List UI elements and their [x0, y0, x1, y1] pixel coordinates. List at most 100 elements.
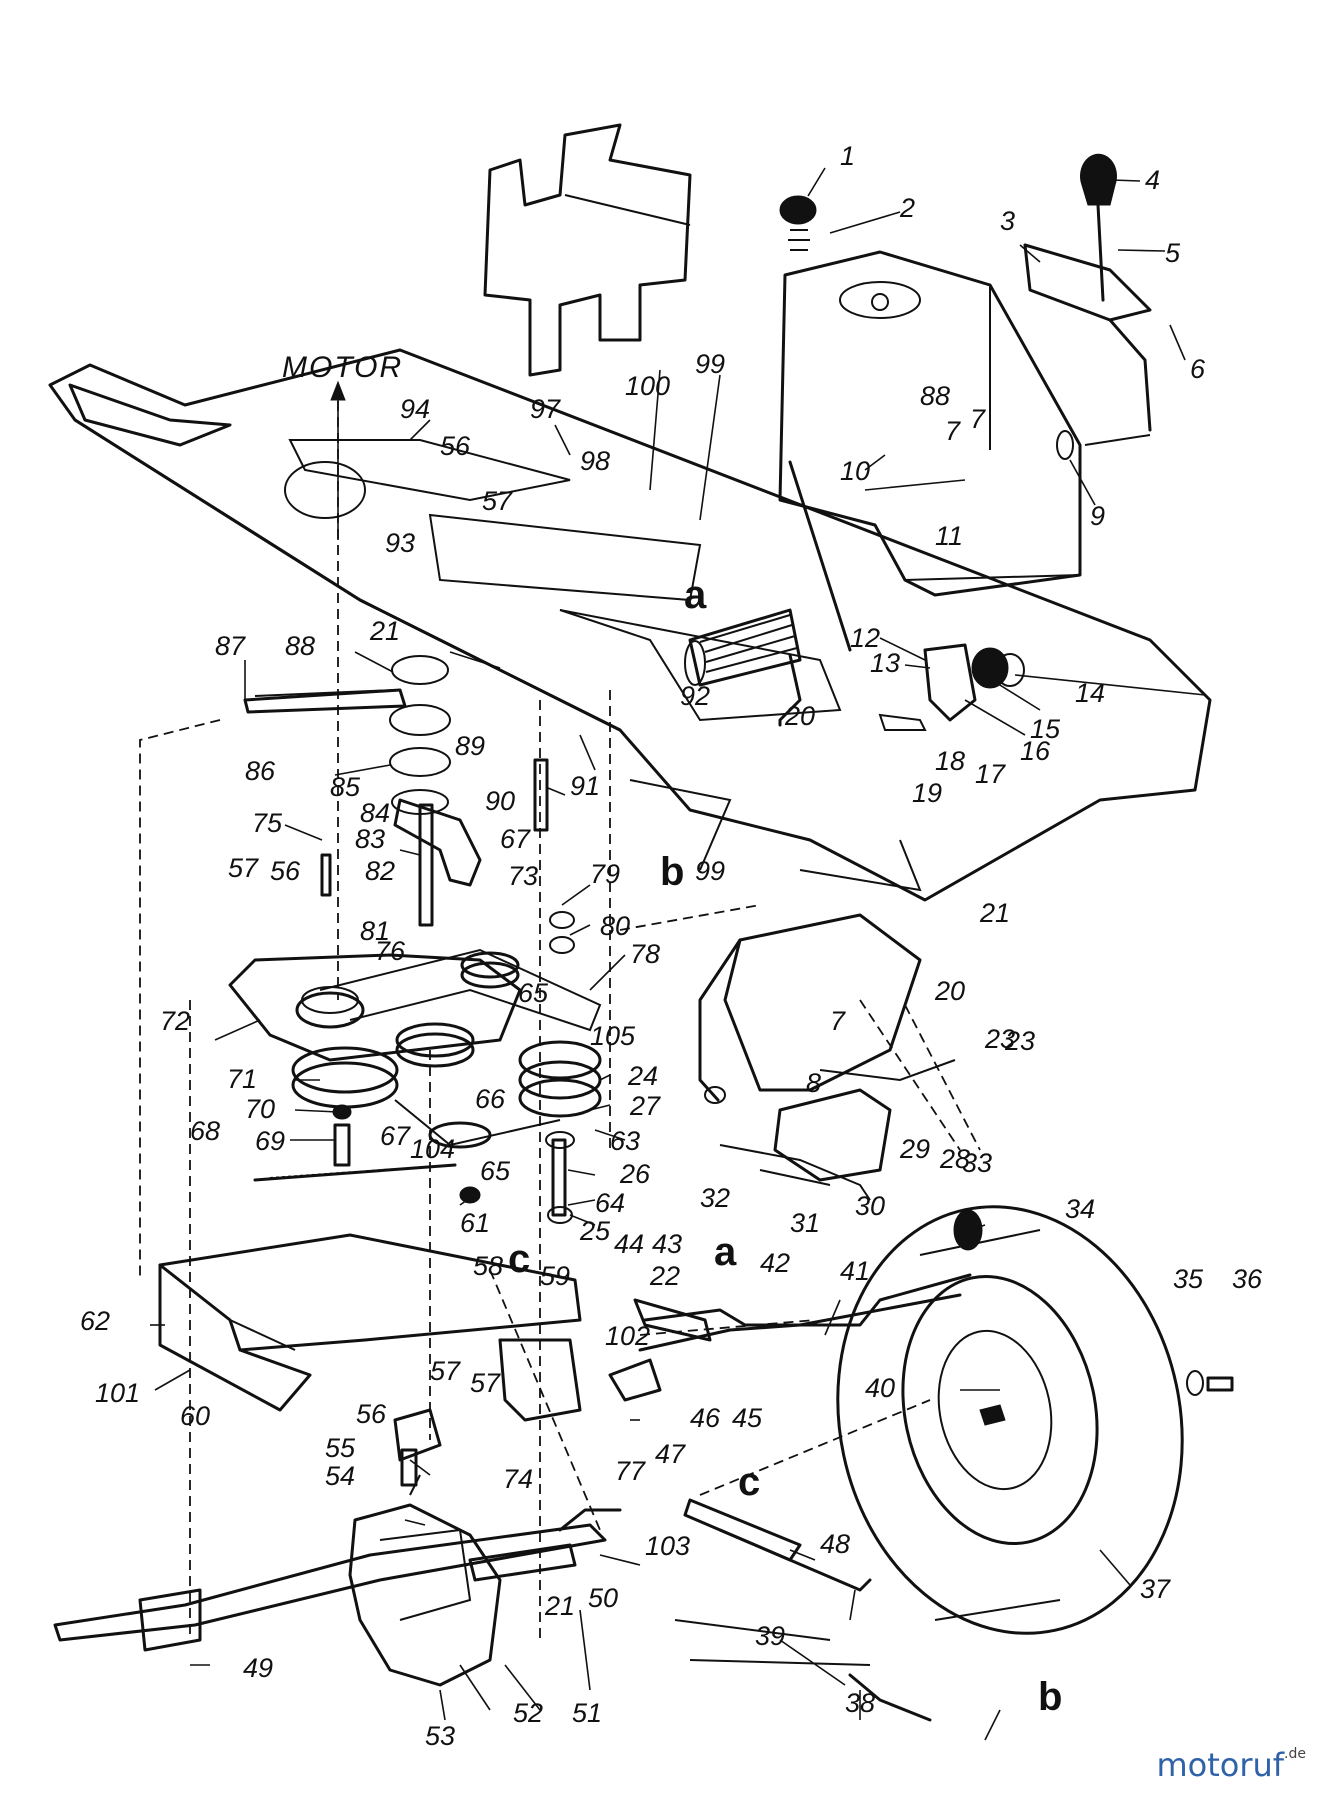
callout-7: 7	[970, 404, 986, 434]
callout-53: 53	[425, 1721, 455, 1751]
callout-83: 83	[355, 824, 385, 854]
callout-26: 26	[619, 1159, 651, 1189]
callout-67b: 67	[380, 1121, 411, 1151]
callout-41: 41	[840, 1256, 870, 1286]
callout-36: 36	[1232, 1264, 1263, 1294]
callout-56: 56	[356, 1399, 387, 1429]
callout-90: 90	[485, 786, 515, 816]
callout-28: 28	[939, 1144, 970, 1174]
callout-70: 70	[245, 1094, 275, 1124]
callout-62: 62	[80, 1306, 110, 1336]
pulley-assembly	[228, 758, 602, 1149]
seat-bracket	[483, 123, 692, 377]
callout-86: 86	[245, 756, 276, 786]
fuel-tank-cover	[778, 250, 1082, 597]
callout-40: 40	[865, 1373, 895, 1403]
callout-73: 73	[508, 861, 538, 891]
callout-79: 79	[590, 859, 620, 889]
callout-89: 89	[455, 731, 485, 761]
callout-85: 85	[330, 772, 361, 802]
watermark-tld: .de	[1284, 1746, 1306, 1762]
assembly-lines	[139, 385, 981, 1640]
callout-69: 69	[255, 1126, 285, 1156]
motor-arrow: MOTOR	[282, 351, 401, 540]
callout-48: 48	[820, 1529, 850, 1559]
callout-50: 50	[588, 1583, 618, 1613]
callout-18: 18	[935, 746, 965, 776]
callout-23: 23	[984, 1024, 1015, 1054]
callout-103: 103	[645, 1531, 690, 1561]
callout-27: 27	[629, 1091, 661, 1121]
callout-87: 87	[215, 631, 246, 661]
callout-38: 38	[845, 1688, 875, 1718]
callout-2: 2	[899, 193, 915, 223]
callout-75: 75	[252, 808, 283, 838]
pedal-assembly	[684, 460, 852, 727]
callout-66: 66	[475, 1084, 506, 1114]
callout-104: 104	[410, 1134, 455, 1164]
callout-55: 55	[325, 1433, 356, 1463]
callout-37: 37	[1140, 1574, 1171, 1604]
callout-98: 98	[580, 446, 610, 476]
callout-76: 76	[375, 936, 406, 966]
axle-bolt	[1186, 1370, 1234, 1396]
connection-letters: a a b b c c	[508, 573, 1062, 1719]
gear-selector	[1023, 153, 1152, 460]
callout-33: 33	[962, 1148, 992, 1178]
control-rods	[558, 1273, 972, 1722]
callout-100: 100	[625, 371, 670, 401]
letter-b-bottom: b	[1038, 1675, 1062, 1719]
letter-c-top: c	[508, 1237, 530, 1281]
callout-16: 16	[1020, 736, 1051, 766]
callout-80: 80	[600, 911, 630, 941]
callout-5: 5	[1165, 238, 1181, 268]
callout-21: 21	[369, 616, 400, 646]
callout-6: 6	[1190, 354, 1206, 384]
callout-13: 13	[870, 648, 900, 678]
callout-7c: 7	[830, 1006, 846, 1036]
callout-65: 65	[480, 1156, 511, 1186]
callout-102: 102	[605, 1321, 650, 1351]
callout-25: 25	[579, 1216, 611, 1246]
callout-leaders	[150, 167, 1206, 1741]
rear-wheel	[836, 1205, 1184, 1635]
watermark-name: motoruf	[1156, 1746, 1285, 1784]
callout-97: 97	[530, 394, 561, 424]
callout-84: 84	[360, 798, 390, 828]
callout-56c: 56	[270, 856, 301, 886]
lift-knob	[779, 195, 817, 251]
brake-bracket	[878, 643, 1025, 731]
callout-14: 14	[1075, 678, 1105, 708]
callout-17: 17	[975, 759, 1006, 789]
callout-56b: 56	[440, 431, 471, 461]
callout-78: 78	[630, 939, 660, 969]
callout-61: 61	[460, 1208, 490, 1238]
callout-88: 88	[285, 631, 315, 661]
callout-35: 35	[1173, 1264, 1204, 1294]
callout-105: 105	[590, 1021, 636, 1051]
callout-22: 22	[649, 1261, 680, 1291]
callout-57c: 57	[228, 853, 259, 883]
callout-44: 44	[614, 1229, 644, 1259]
callout-3: 3	[1000, 206, 1015, 236]
callout-65b: 65	[518, 978, 549, 1008]
callout-8: 8	[920, 381, 935, 411]
callout-81: 81	[360, 916, 390, 946]
callout-19: 19	[912, 778, 942, 808]
callout-39: 39	[755, 1621, 785, 1651]
callout-92: 92	[680, 681, 710, 711]
callout-58: 58	[473, 1251, 503, 1281]
watermark-logo: motoruf.de	[1156, 1746, 1306, 1784]
pedal-bracket-lower	[698, 913, 956, 1104]
base-bracket	[158, 1233, 582, 1412]
callout-1: 1	[840, 141, 855, 171]
callout-9: 9	[1090, 501, 1105, 531]
callout-8b: 8	[935, 381, 950, 411]
callout-52: 52	[513, 1698, 543, 1728]
letter-a-bottom: a	[714, 1230, 737, 1274]
callout-101: 101	[95, 1378, 140, 1408]
callout-63: 63	[610, 1126, 640, 1156]
callout-91: 91	[570, 771, 600, 801]
letter-c-bottom: c	[738, 1460, 760, 1504]
